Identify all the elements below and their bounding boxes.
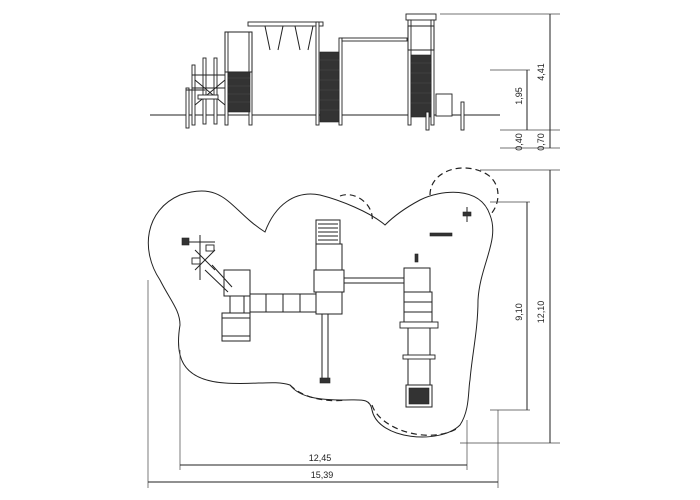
plan-tower-2 xyxy=(313,219,345,384)
elevation-dimension-lines xyxy=(440,13,560,149)
safety-area-outline xyxy=(147,190,494,438)
safety-area-dashed-bottom xyxy=(289,384,347,402)
elevation-monkey-bars xyxy=(247,21,324,51)
safety-area-dashed-bottom-right xyxy=(371,404,459,436)
safety-area-dashed-top xyxy=(339,194,373,223)
dim-outer-depth: 12,10 xyxy=(536,301,546,324)
plan-view: 9,10 12,10 12,45 15,39 xyxy=(147,167,560,488)
dim-inner-depth: 9,10 xyxy=(514,303,524,321)
dim-total-height: 4,41 xyxy=(536,63,546,81)
elevation-tower-1 xyxy=(224,31,253,126)
elevation-tower-2 xyxy=(315,21,343,126)
elevation-tower-3 xyxy=(405,13,465,131)
plan-small-elements xyxy=(429,207,472,237)
plan-tower-3 xyxy=(399,253,439,408)
plan-tower-1 xyxy=(221,269,251,342)
plan-dimension-lines xyxy=(147,169,560,488)
elevation-left-climber xyxy=(185,57,226,129)
dim-inner-width: 12,45 xyxy=(309,453,332,463)
dim-outer-width: 15,39 xyxy=(311,470,334,480)
dim-ground-depth-b: 0,70 xyxy=(536,133,546,151)
elevation-bridge xyxy=(341,37,408,42)
elevation-view: 4,41 1,95 0,40 0,70 xyxy=(150,13,560,151)
dim-ground-depth-a: 0,40 xyxy=(514,133,524,151)
plan-bridge xyxy=(249,293,317,313)
dim-platform-height: 1,95 xyxy=(514,87,524,105)
plan-link-bridge xyxy=(344,277,404,284)
safety-area-dashed-top-right xyxy=(429,167,499,216)
